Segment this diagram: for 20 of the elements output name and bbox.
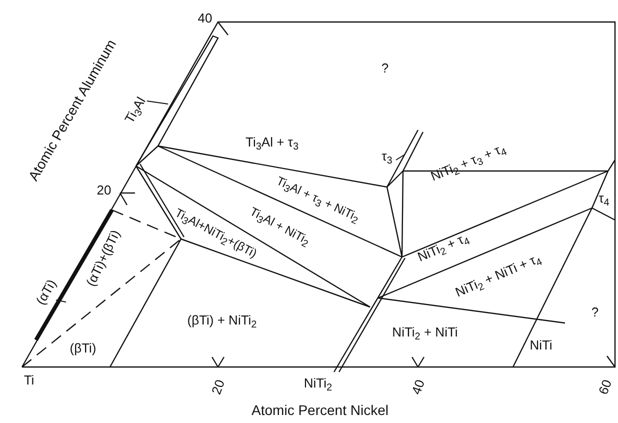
phase-label: τ$_{3}$ xyxy=(382,150,392,162)
tick-label: 60 xyxy=(596,378,614,396)
leader-line xyxy=(396,154,404,160)
phase-label: NiTi$_{2}$ xyxy=(304,376,332,390)
tick-label: 40 xyxy=(198,12,212,24)
tick-label: Ti xyxy=(24,374,34,386)
phase-label: (βTi) + NiTi$_{2}$ xyxy=(187,314,257,326)
phase-label: ? xyxy=(591,306,599,318)
phase-label: NiTi$_{2}$ + NiTi xyxy=(392,326,458,338)
tick-label: 40 xyxy=(409,378,427,396)
phase-label: τ$_{4}$ xyxy=(598,192,610,204)
leader-line xyxy=(56,300,66,302)
phase-label: (βTi) xyxy=(70,342,96,354)
phase-label: ? xyxy=(381,62,389,74)
leader-line xyxy=(146,100,168,104)
tick-label: 20 xyxy=(209,378,227,396)
axis-title: Atomic Percent Nickel xyxy=(252,403,388,417)
phase-label: NiTi xyxy=(530,338,552,352)
tick-label: 20 xyxy=(96,184,112,196)
phase-label: Ti$_{3}$Al + τ$_{3}$ xyxy=(246,136,298,148)
